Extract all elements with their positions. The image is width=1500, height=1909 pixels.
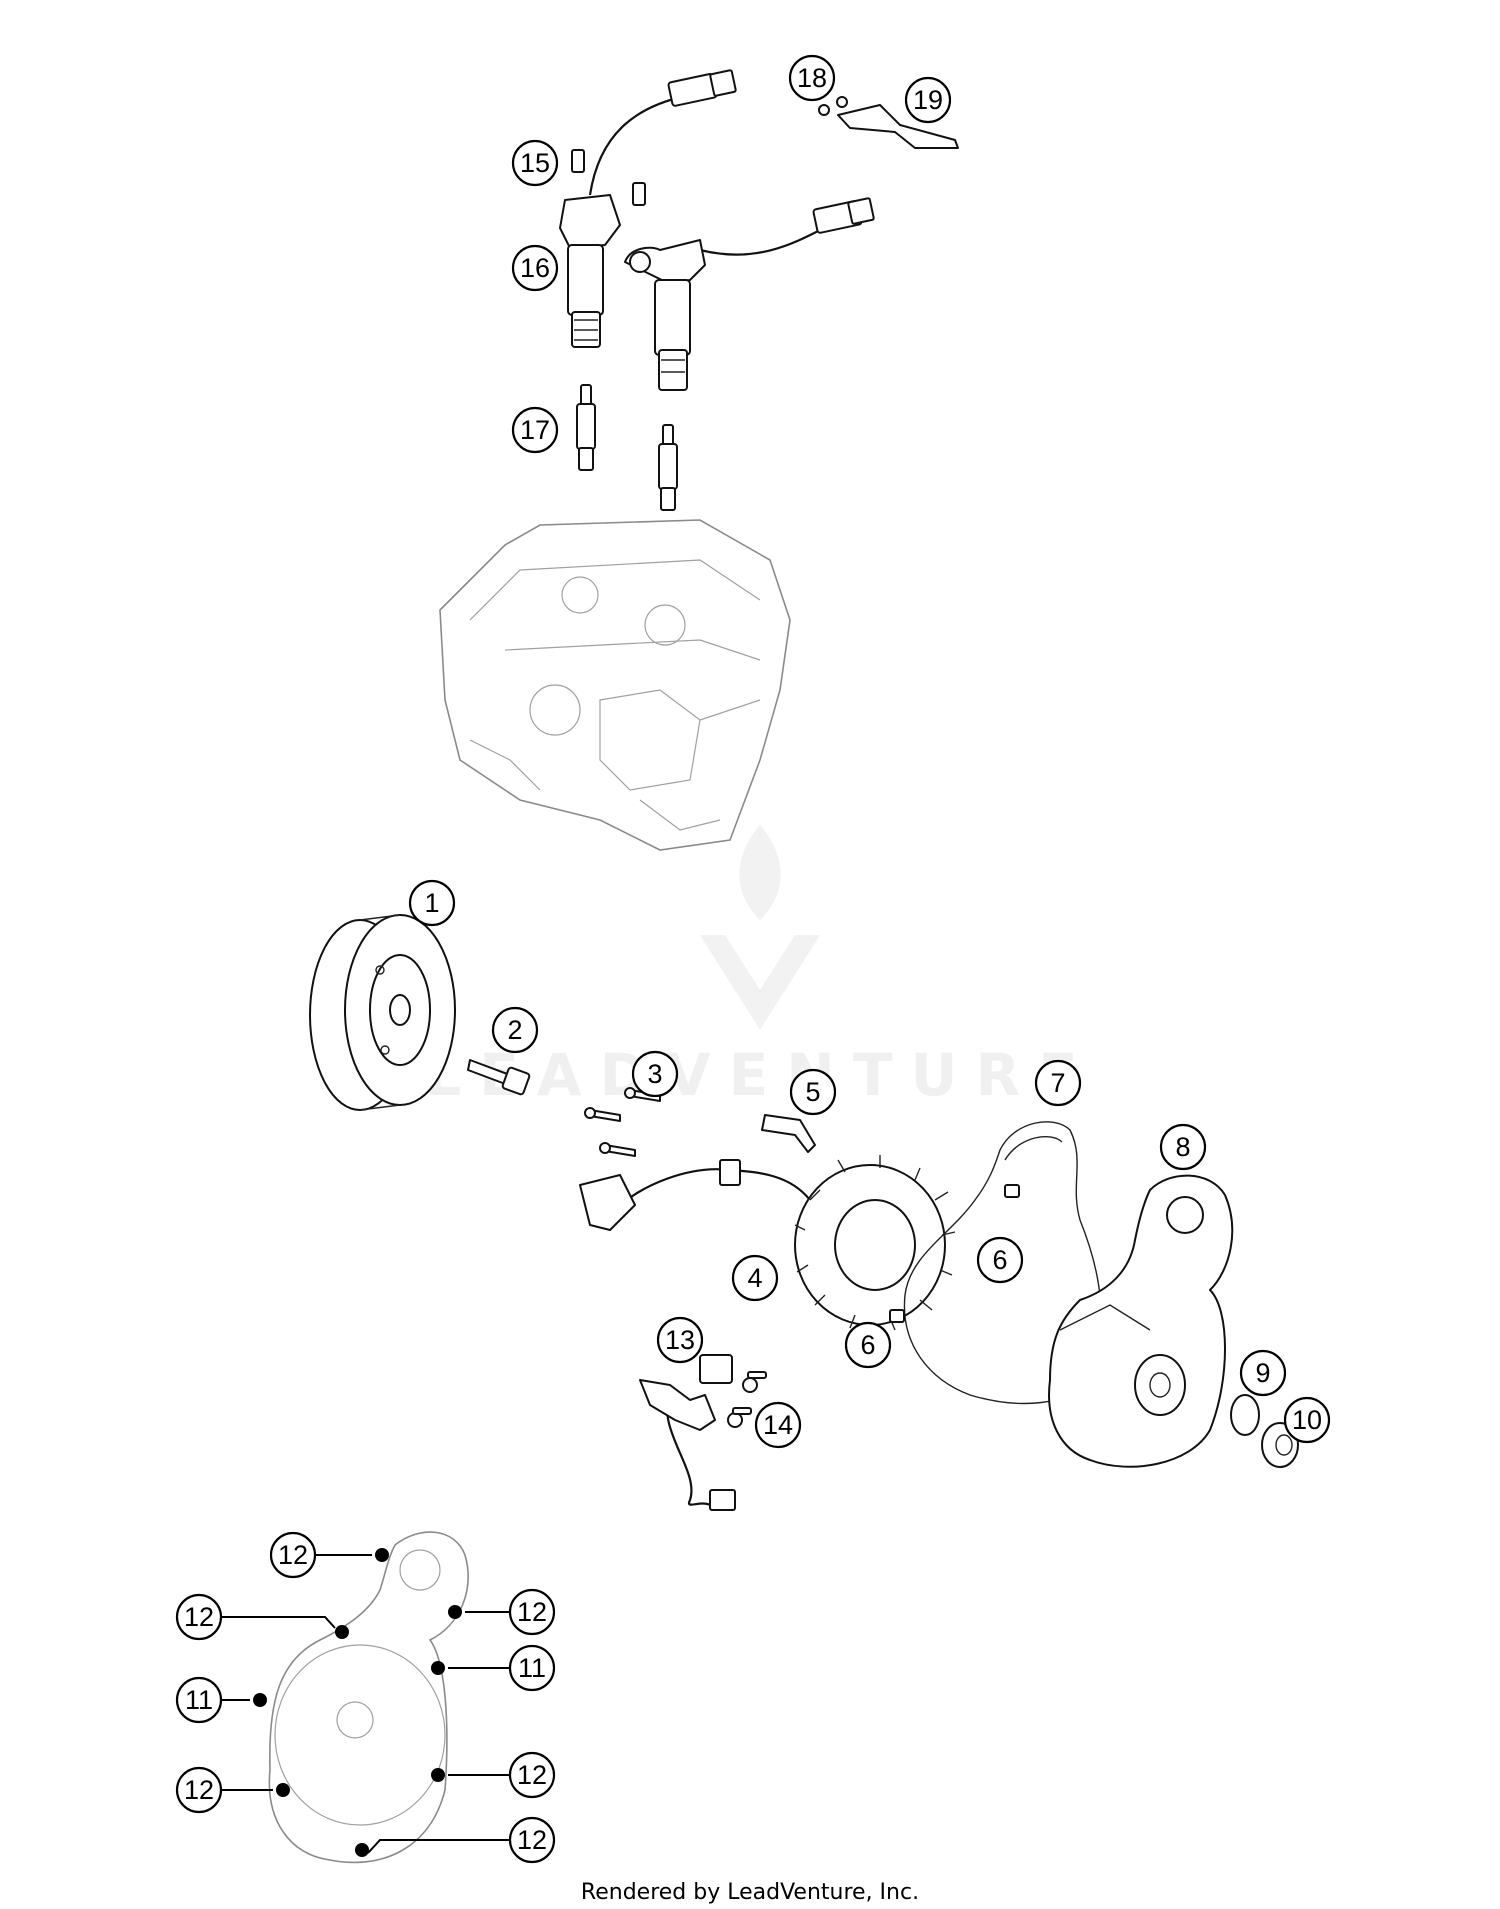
svg-text:1: 1 (424, 888, 439, 918)
svg-text:6: 6 (860, 1330, 875, 1360)
leadventure-watermark: LEADVENTURE (424, 825, 1096, 1109)
callout-2: 2 (491, 1006, 539, 1054)
svg-text:12: 12 (184, 1775, 214, 1805)
svg-text:7: 7 (1050, 1068, 1065, 1098)
svg-text:19: 19 (913, 85, 943, 115)
callout-6-lower: 6 (844, 1321, 892, 1369)
callout-12-upper-left: 12 (175, 1593, 223, 1641)
callout-3: 3 (631, 1050, 679, 1098)
leader-lines (222, 1554, 510, 1854)
ignition-coil-group (559, 69, 959, 511)
callout-12-lower-left: 12 (175, 1766, 223, 1814)
cover-screw-dots (253, 1548, 462, 1857)
dowel-pin-upper (1004, 1184, 1020, 1198)
svg-text:5: 5 (805, 1077, 820, 1107)
callout-4: 4 (731, 1254, 779, 1302)
footer-credit: Rendered by LeadVenture, Inc. (580, 1880, 920, 1905)
callout-12-lower-right: 12 (508, 1751, 556, 1799)
svg-text:12: 12 (517, 1760, 547, 1790)
callout-7: 7 (1034, 1059, 1082, 1107)
svg-text:18: 18 (797, 63, 827, 93)
callout-11-right: 11 (508, 1644, 556, 1692)
svg-text:12: 12 (517, 1825, 547, 1855)
generator-cover-bolt-view (268, 1531, 469, 1864)
callout-17: 17 (511, 406, 559, 454)
svg-text:6: 6 (992, 1245, 1007, 1275)
watermark-text: LEADVENTURE (424, 1041, 1096, 1109)
svg-text:13: 13 (665, 1325, 695, 1355)
callout-1: 1 (408, 879, 456, 927)
callout-16: 16 (511, 244, 559, 292)
flywheel (309, 914, 456, 1111)
dowel-pin-lower (889, 1309, 905, 1323)
callout-11-left: 11 (175, 1676, 223, 1724)
svg-text:16: 16 (520, 253, 550, 283)
callout-9: 9 (1239, 1349, 1287, 1397)
flywheel-bolt (467, 1059, 531, 1096)
callout-6-upper: 6 (976, 1236, 1024, 1284)
callout-18: 18 (788, 54, 836, 102)
cable-clip (761, 1114, 816, 1153)
callout-10: 10 (1283, 1396, 1331, 1444)
callout-15: 15 (511, 139, 559, 187)
svg-text:12: 12 (278, 1540, 308, 1570)
sensor-bolts (727, 1371, 767, 1428)
svg-text:12: 12 (184, 1602, 214, 1632)
callout-12-bottom: 12 (508, 1816, 556, 1864)
callout-5: 5 (789, 1068, 837, 1116)
callout-8: 8 (1159, 1123, 1207, 1171)
callout-13: 13 (656, 1316, 704, 1364)
callout-19: 19 (904, 76, 952, 124)
svg-text:3: 3 (647, 1059, 662, 1089)
svg-text:4: 4 (747, 1263, 762, 1293)
svg-text:15: 15 (520, 148, 550, 178)
generator-cover (1048, 1174, 1234, 1468)
stator (579, 1155, 956, 1331)
svg-text:8: 8 (1175, 1132, 1190, 1162)
crankshaft-sensor (639, 1354, 736, 1511)
svg-text:12: 12 (517, 1597, 547, 1627)
callout-12-upper-right: 12 (508, 1588, 556, 1636)
svg-text:9: 9 (1255, 1358, 1270, 1388)
svg-text:14: 14 (763, 1410, 793, 1440)
o-ring (1230, 1394, 1260, 1436)
svg-text:11: 11 (185, 1685, 213, 1715)
svg-text:17: 17 (520, 415, 550, 445)
callout-12-top: 12 (269, 1531, 317, 1579)
svg-text:10: 10 (1292, 1405, 1322, 1435)
svg-text:2: 2 (507, 1015, 522, 1045)
cover-gasket (903, 1121, 1102, 1405)
engine-cylinder-head (439, 519, 791, 851)
svg-text:11: 11 (518, 1653, 546, 1683)
callout-14: 14 (754, 1401, 802, 1449)
